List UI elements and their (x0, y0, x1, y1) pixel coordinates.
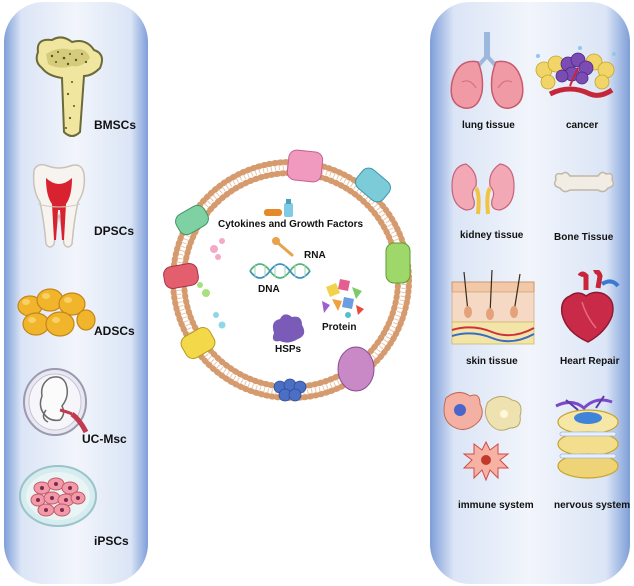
lungs-icon (448, 32, 526, 112)
rna-label: RNA (304, 250, 326, 261)
adipocytes-icon (16, 284, 96, 340)
heart-label: Heart Repair (560, 356, 620, 367)
nervous-label: nervous system (554, 500, 631, 511)
immune-cells-icon (440, 388, 532, 488)
protein-label: Protein (322, 322, 357, 333)
adsc-label: ADSCs (94, 324, 135, 338)
dna-label: DNA (258, 284, 280, 295)
tooth-icon (28, 160, 90, 252)
spine-nervous-system-icon (548, 392, 626, 492)
umbilical-cord-fetus-icon (22, 366, 88, 438)
membrane-proteins (163, 149, 411, 402)
cancer-label: cancer (566, 120, 599, 131)
dpsc-label: DPSCs (94, 224, 135, 238)
ucmsc-label: UC-Msc (82, 432, 127, 446)
kidneys-icon (448, 160, 518, 218)
skin-cross-section-icon (450, 268, 536, 348)
cytokines-label: Cytokines and Growth Factors (218, 219, 364, 230)
kidney-label: kidney tissue (460, 230, 524, 241)
dna-helix-icon (249, 263, 311, 279)
lung-label: lung tissue (462, 120, 515, 131)
bone-icon (552, 168, 616, 202)
bone-label: Bone Tissue (554, 232, 614, 243)
skin-label: skin tissue (466, 356, 518, 367)
bmsc-label: BMSCs (94, 118, 137, 132)
femur-bone-icon (28, 32, 114, 142)
tumor-cancer-icon (530, 40, 620, 106)
cytokine-capsule-icon (264, 199, 293, 217)
hsps-icon (272, 314, 305, 343)
ipsc-label: iPSCs (94, 534, 129, 548)
immune-label: immune system (458, 500, 534, 511)
rna-molecule-icon (272, 237, 294, 257)
heart-icon (556, 270, 622, 344)
protein-cluster-icon (322, 279, 364, 318)
ipsc-culture-dish-icon (18, 464, 98, 528)
hsps-label: HSPs (275, 344, 302, 355)
exosome-vesicle (156, 145, 426, 415)
